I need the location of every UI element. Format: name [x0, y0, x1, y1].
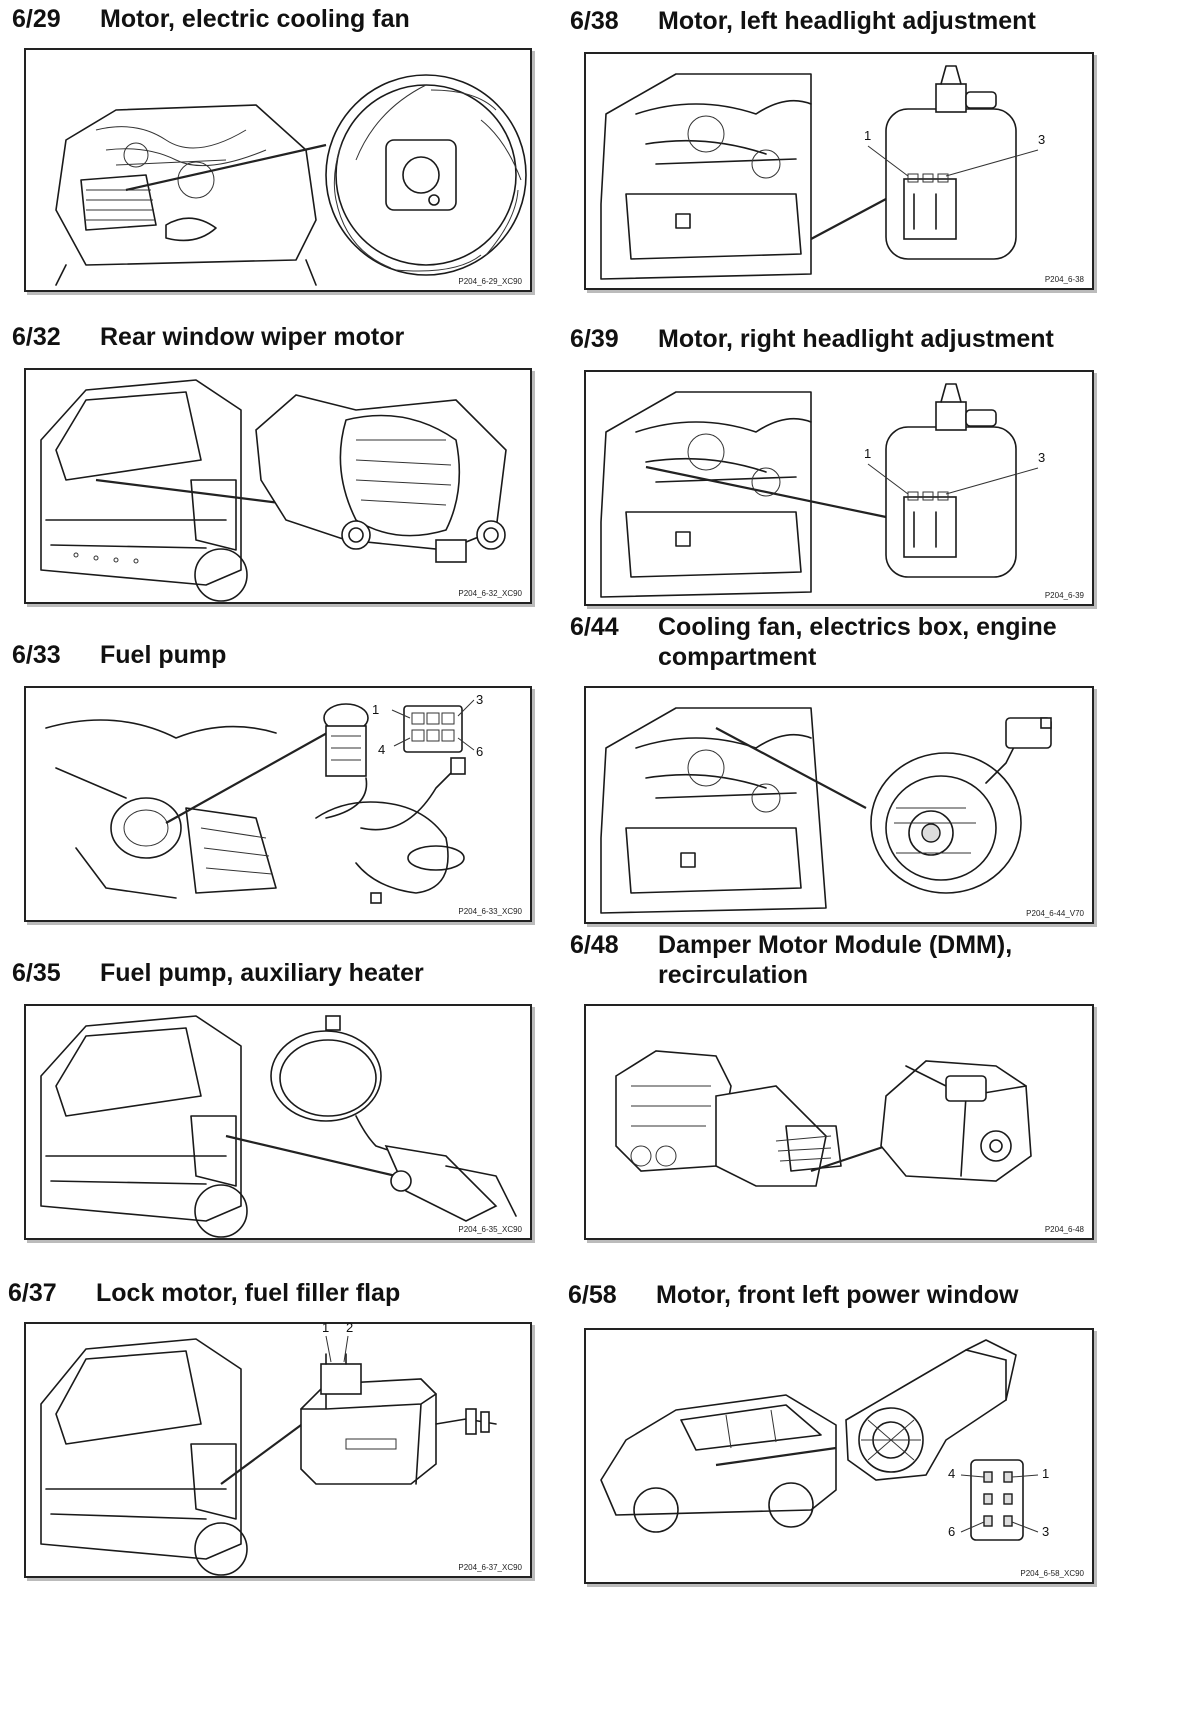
illustration-left-headlight-motor [600, 65, 1039, 280]
pin-label: 4 [948, 1466, 956, 1481]
figure-fuel-pump: 1 3 4 6 P204_6-33_XC90 [24, 686, 532, 922]
section-title: Fuel pump [100, 641, 227, 669]
section-number: 6/33 [12, 641, 61, 669]
heading-6-38: 6/38 Motor, left headlight adjustment [570, 6, 1036, 36]
figure-aux-heater-fuel-pump: P204_6-35_XC90 [24, 1004, 532, 1240]
section-title: Motor, left headlight adjustment [658, 7, 1036, 35]
figure-rear-wiper-motor: P204_6-32_XC90 [24, 368, 532, 604]
figure-front-left-window-motor: 4 1 6 3 P204_6-58_XC90 [584, 1328, 1094, 1584]
figure-code: P204_6-29_XC90 [458, 277, 522, 286]
illustration-damper-motor [615, 1050, 1032, 1187]
section-title: Motor, right headlight adjustment [658, 325, 1054, 353]
figure-left-headlight-adjust-motor: 1 3 P204_6-38 [584, 52, 1094, 290]
figure-code: P204_6-48 [1044, 1225, 1084, 1234]
pin-label: 1 [1042, 1466, 1050, 1481]
heading-6-29: 6/29 Motor, electric cooling fan [12, 4, 410, 34]
pin-label: 1 [372, 702, 380, 717]
figure-cooling-fan-motor: P204_6-29_XC90 [24, 48, 532, 292]
illustration-engine-bay-fan [55, 74, 527, 286]
section-title: Rear window wiper motor [100, 323, 405, 351]
section-number: 6/39 [570, 325, 619, 353]
illustration-electrics-box-fan [600, 707, 1052, 914]
figure-code: P204_6-44_V70 [1026, 909, 1084, 918]
figure-code: P204_6-58_XC90 [1020, 1569, 1084, 1578]
heading-6-58: 6/58 Motor, front left power window [568, 1280, 1018, 1310]
figure-code: P204_6-37_XC90 [458, 1563, 522, 1572]
pin-label: 3 [1038, 450, 1046, 465]
section-number: 6/29 [12, 5, 61, 33]
illustration-aux-heater-pump [40, 1015, 517, 1238]
pin-label: 3 [1042, 1524, 1050, 1539]
figure-right-headlight-adjust-motor: 1 3 P204_6-39 [584, 370, 1094, 606]
heading-6-35: 6/35 Fuel pump, auxiliary heater [12, 958, 424, 988]
pin-label: 2 [346, 1320, 354, 1335]
pin-label: 4 [378, 742, 386, 757]
section-title: Lock motor, fuel filler flap [96, 1279, 401, 1307]
pin-label: 3 [476, 692, 484, 707]
figure-damper-motor-module: P204_6-48 [584, 1004, 1094, 1240]
figure-electrics-box-cooling-fan: P204_6-44_V70 [584, 686, 1094, 924]
pin-label: 6 [948, 1524, 956, 1539]
pin-label: 1 [864, 128, 872, 143]
section-number: 6/44 [570, 613, 619, 641]
pin-label: 1 [322, 1320, 330, 1335]
figure-code: P204_6-32_XC90 [458, 589, 522, 598]
figure-code: P204_6-39 [1044, 591, 1084, 600]
section-number: 6/32 [12, 323, 61, 351]
heading-6-39: 6/39 Motor, right headlight adjustment [570, 324, 1054, 354]
illustration-fuel-filler-lock [40, 1335, 497, 1576]
section-title: Motor, electric cooling fan [100, 5, 410, 33]
pin-label: 6 [476, 744, 484, 759]
illustration-right-headlight-motor [600, 383, 1039, 598]
section-number: 6/38 [570, 7, 619, 35]
section-number: 6/58 [568, 1281, 617, 1309]
heading-6-44: 6/44 Cooling fan, electrics box, engine … [570, 612, 1058, 672]
section-title: Motor, front left power window [656, 1281, 1019, 1309]
heading-6-48: 6/48 Damper Motor Module (DMM), recircul… [570, 930, 1058, 990]
section-number: 6/35 [12, 959, 61, 987]
section-title: Fuel pump, auxiliary heater [100, 959, 424, 987]
pin-label: 1 [864, 446, 872, 461]
section-number: 6/37 [8, 1279, 57, 1307]
section-number: 6/48 [570, 931, 619, 959]
illustration-fuel-pump [45, 699, 475, 904]
figure-code: P204_6-33_XC90 [458, 907, 522, 916]
figure-fuel-filler-lock-motor: 1 2 P204_6-37_XC90 [24, 1320, 532, 1578]
heading-6-32: 6/32 Rear window wiper motor [12, 322, 404, 352]
section-title: Damper Motor Module (DMM), recirculation [658, 931, 1013, 989]
figure-code: P204_6-35_XC90 [458, 1225, 522, 1234]
heading-6-37: 6/37 Lock motor, fuel filler flap [8, 1278, 400, 1308]
illustration-window-motor [600, 1339, 1039, 1541]
heading-6-33: 6/33 Fuel pump [12, 640, 226, 670]
pin-label: 3 [1038, 132, 1046, 147]
illustration-rear-wiper [40, 379, 507, 602]
section-title: Cooling fan, electrics box, engine compa… [658, 613, 1057, 671]
figure-code: P204_6-38 [1044, 275, 1084, 284]
